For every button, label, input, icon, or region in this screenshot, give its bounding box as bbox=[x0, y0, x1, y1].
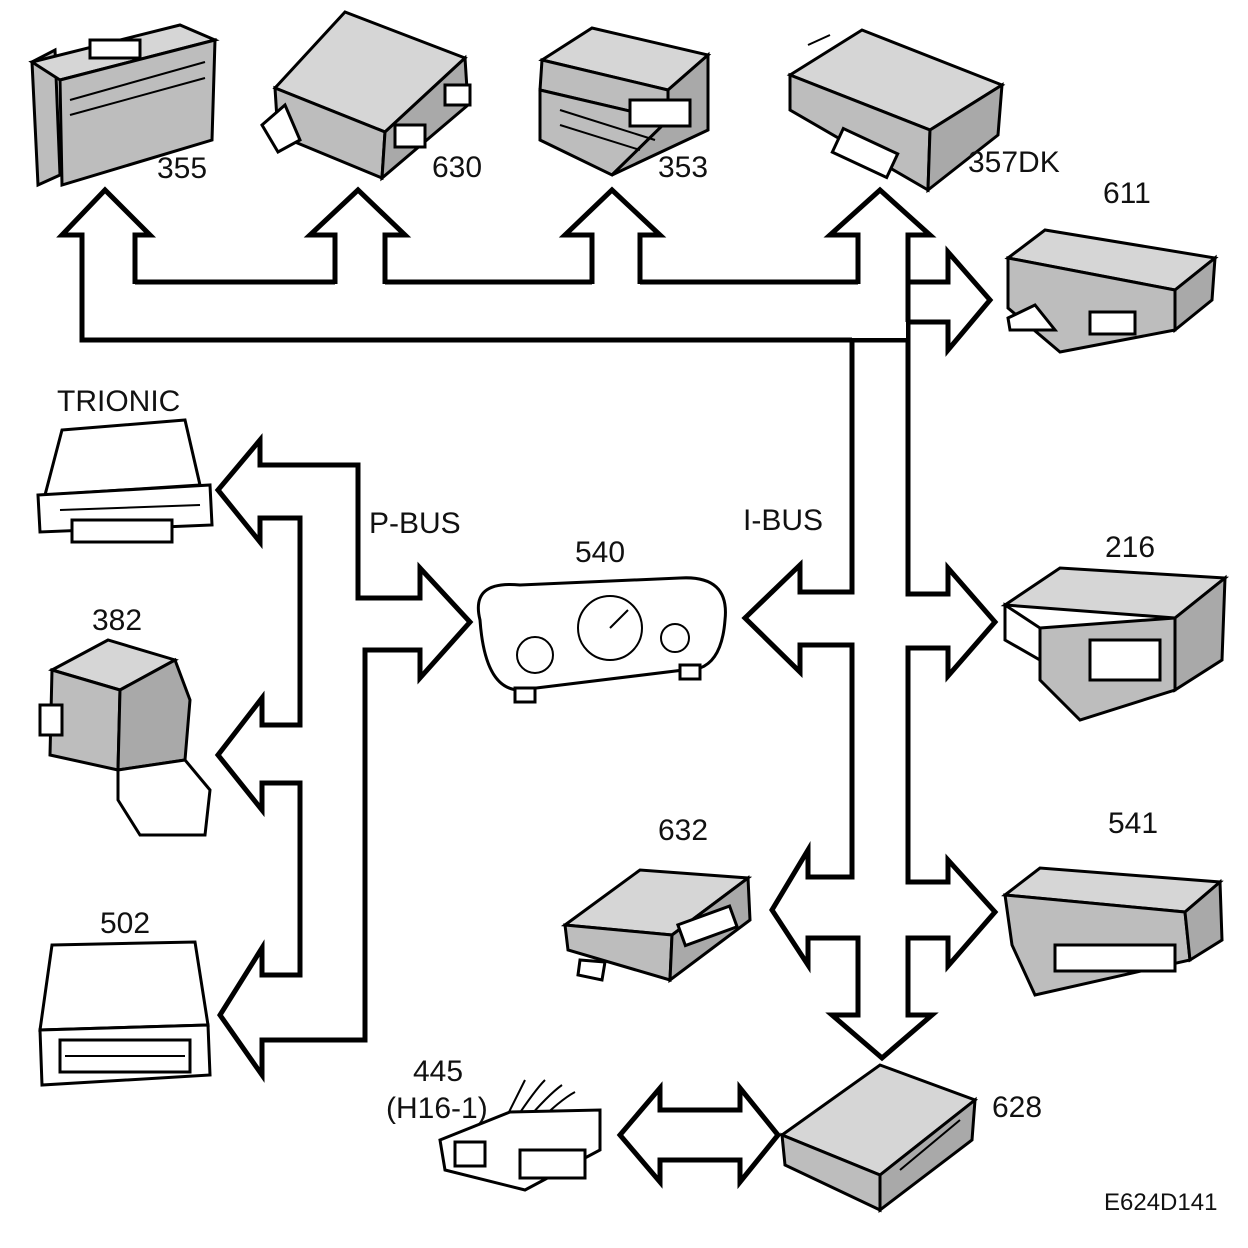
module-540-illustration bbox=[477, 576, 727, 704]
module-541-label: 541 bbox=[1108, 807, 1158, 840]
module-382-label: 382 bbox=[92, 604, 142, 637]
diag-arrow bbox=[616, 1080, 782, 1190]
p-bus-arrows bbox=[214, 433, 474, 1083]
module-355-illustration bbox=[28, 23, 220, 188]
module-445-illustration bbox=[438, 1079, 602, 1192]
module-353-illustration bbox=[538, 26, 712, 177]
module-632-label: 632 bbox=[658, 814, 708, 847]
module-628-illustration bbox=[778, 1063, 979, 1214]
module-216-illustration bbox=[1000, 566, 1229, 722]
module-216-label: 216 bbox=[1105, 531, 1155, 564]
module-630-illustration bbox=[260, 10, 472, 182]
module-353-label: 353 bbox=[658, 151, 708, 184]
module-445-sublabel: (H16-1) bbox=[386, 1092, 488, 1125]
figure-id: E624D141 bbox=[1104, 1189, 1217, 1216]
module-540-label: 540 bbox=[575, 536, 625, 569]
i-bus-trunks bbox=[741, 337, 999, 1062]
module-611-label: 611 bbox=[1103, 177, 1151, 210]
trionic-illustration bbox=[36, 418, 214, 544]
i-bus-top-band bbox=[79, 235, 911, 343]
module-445-label: 445 bbox=[413, 1055, 463, 1088]
p-bus-label: P-BUS bbox=[369, 507, 461, 540]
module-382-illustration bbox=[38, 638, 212, 837]
module-628-label: 628 bbox=[992, 1091, 1042, 1124]
module-502-label: 502 bbox=[100, 907, 150, 940]
module-632-illustration bbox=[560, 868, 753, 984]
module-357dk-label: 357DK bbox=[968, 146, 1060, 179]
module-502-illustration bbox=[38, 940, 212, 1087]
i-bus-label: I-BUS bbox=[743, 504, 823, 537]
module-611-illustration bbox=[1004, 228, 1219, 354]
module-355-label: 355 bbox=[157, 152, 207, 185]
trionic-label: TRIONIC bbox=[57, 385, 180, 418]
module-541-illustration bbox=[1001, 866, 1224, 997]
module-357dk-illustration bbox=[786, 28, 1006, 194]
module-630-label: 630 bbox=[432, 151, 482, 184]
